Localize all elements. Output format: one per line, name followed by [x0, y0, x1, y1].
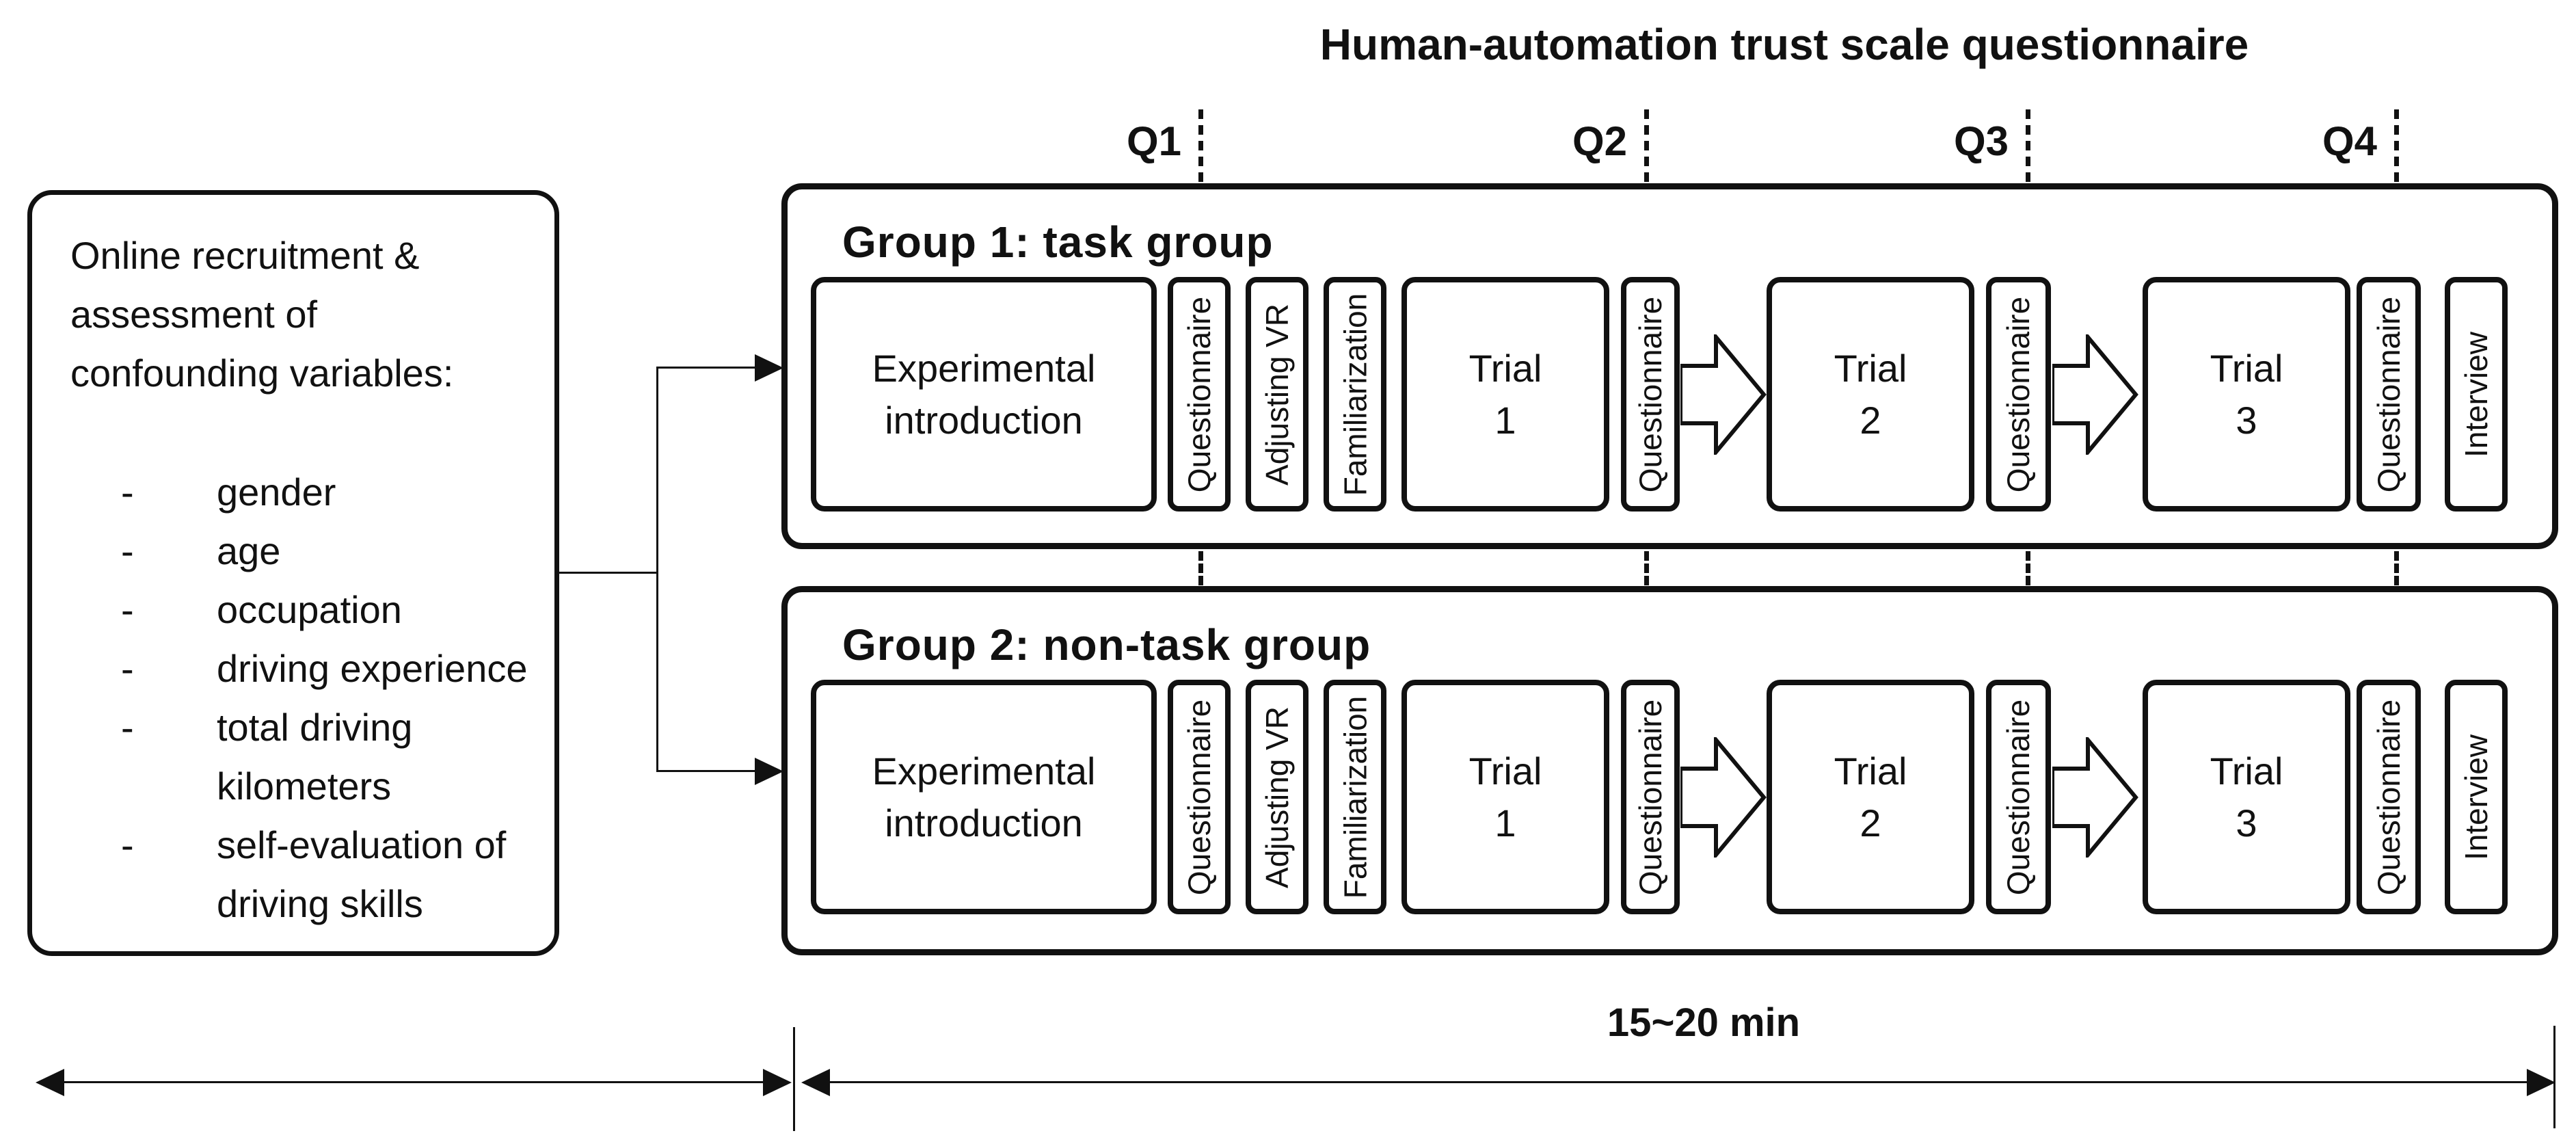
timeline-segment-left: [62, 1081, 763, 1083]
experimental-introduction-box: Experimental introduction: [811, 277, 1157, 512]
block-arrow-icon: [1680, 737, 1767, 858]
bullet-item: - driving experience: [121, 639, 572, 698]
questionnaire-box: Questionnaire: [1168, 680, 1231, 914]
questionnaire-label: Questionnaire: [2000, 699, 2037, 895]
q4-dashed-line-mid: [2394, 551, 2399, 585]
bullet-item: - self-evaluation of driving skills: [121, 816, 572, 933]
q1-dashed-line-mid: [1198, 551, 1203, 585]
questionnaire-box: Questionnaire: [1168, 277, 1231, 512]
q3-marker-label: Q3: [1953, 118, 2009, 164]
interview-box: Interview: [2445, 680, 2508, 914]
familiarization-label: Familiarization: [1337, 695, 1373, 899]
q4-marker-label: Q4: [2322, 118, 2377, 164]
recruitment-intro-line: confounding variables:: [70, 351, 454, 395]
duration-label: 15~20 min: [1607, 1000, 1801, 1045]
group2-box: Group 2: non-task group Experimental int…: [781, 586, 2558, 955]
familiarization-box: Familiarization: [1324, 680, 1386, 914]
questionnaire-box: Questionnaire: [1986, 277, 2051, 512]
trial2-box: Trial 2: [1767, 277, 1974, 512]
connector-line: [656, 367, 658, 772]
diagram-title: Human-automation trust scale questionnai…: [1319, 20, 2249, 69]
confounding-variables-list: - gender - age - occupation - driving ex…: [121, 463, 572, 933]
trial1-box: Trial 1: [1401, 680, 1609, 914]
q2-dashed-line-mid: [1644, 551, 1649, 585]
group2-header: Group 2: non-task group: [842, 620, 1371, 669]
trial3-box: Trial 3: [2143, 277, 2350, 512]
left-arrowhead-icon: [36, 1069, 64, 1096]
bullet-item: - total driving kilometers: [121, 698, 572, 816]
bullet-text: occupation: [217, 588, 402, 631]
questionnaire-box: Questionnaire: [2357, 277, 2421, 512]
questionnaire-box: Questionnaire: [1621, 680, 1680, 914]
q2-dashed-line-top: [1644, 109, 1649, 182]
adjusting-vr-label: Adjusting VR: [1259, 303, 1296, 486]
familiarization-box: Familiarization: [1324, 277, 1386, 512]
questionnaire-box: Questionnaire: [2357, 680, 2421, 914]
recruitment-intro-line: assessment of: [70, 293, 318, 336]
trial3-box: Trial 3: [2143, 680, 2350, 914]
trial1-box: Trial 1: [1401, 277, 1609, 512]
adjusting-vr-box: Adjusting VR: [1246, 680, 1309, 914]
bullet-text: total driving kilometers: [217, 706, 413, 808]
bullet-item: - age: [121, 522, 572, 581]
interview-box: Interview: [2445, 277, 2508, 512]
recruitment-box: Online recruitment & assessment of confo…: [27, 190, 559, 956]
experimental-introduction-box: Experimental introduction: [811, 680, 1157, 914]
timeline-tick: [793, 1027, 795, 1131]
block-arrow-icon: [1680, 334, 1767, 455]
adjusting-vr-box: Adjusting VR: [1246, 277, 1309, 512]
questionnaire-label: Questionnaire: [2371, 699, 2406, 895]
questionnaire-box: Questionnaire: [1621, 277, 1680, 512]
right-arrowhead-icon: [755, 354, 783, 382]
adjusting-vr-label: Adjusting VR: [1259, 706, 1296, 888]
block-arrow-icon: [2052, 737, 2138, 858]
trial2-box: Trial 2: [1767, 680, 1974, 914]
bullet-dash: -: [121, 706, 134, 749]
bullet-dash: -: [121, 588, 134, 631]
timeline-segment-right: [829, 1081, 2527, 1083]
bullet-dash: -: [121, 529, 134, 572]
questionnaire-label: Questionnaire: [1633, 296, 1668, 492]
q4-dashed-line-top: [2394, 109, 2399, 182]
bullet-text: driving experience: [217, 647, 528, 690]
recruitment-intro-line: Online recruitment &: [70, 234, 420, 277]
bullet-text: self-evaluation of driving skills: [217, 823, 507, 925]
q1-marker-label: Q1: [1126, 118, 1181, 164]
interview-label: Interview: [2458, 734, 2495, 860]
bullet-item: - gender: [121, 463, 572, 522]
questionnaire-box: Questionnaire: [1986, 680, 2051, 914]
questionnaire-label: Questionnaire: [1633, 699, 1668, 895]
right-arrowhead-icon: [763, 1069, 792, 1096]
group1-box: Group 1: task group Experimental introdu…: [781, 183, 2558, 549]
connector-line: [559, 572, 657, 574]
connector-line: [656, 770, 756, 772]
block-arrow-icon: [2052, 334, 2138, 455]
bullet-dash: -: [121, 823, 134, 866]
q3-dashed-line-mid: [2026, 551, 2030, 585]
q3-dashed-line-top: [2026, 109, 2030, 182]
group1-header: Group 1: task group: [842, 217, 1274, 267]
bullet-dash: -: [121, 647, 134, 690]
right-arrowhead-icon: [2527, 1069, 2555, 1096]
left-arrowhead-icon: [801, 1069, 830, 1096]
q2-marker-label: Q2: [1572, 118, 1627, 164]
timeline-tick: [2553, 1026, 2555, 1128]
connector-line: [656, 367, 756, 369]
bullet-text: gender: [217, 470, 336, 514]
questionnaire-label: Questionnaire: [2371, 296, 2406, 492]
familiarization-label: Familiarization: [1337, 293, 1373, 496]
bullet-item: - occupation: [121, 581, 572, 639]
right-arrowhead-icon: [755, 758, 783, 785]
questionnaire-label: Questionnaire: [1181, 699, 1217, 895]
bullet-text: age: [217, 529, 281, 572]
q1-dashed-line-top: [1198, 109, 1203, 182]
interview-label: Interview: [2458, 331, 2495, 457]
questionnaire-label: Questionnaire: [2000, 296, 2037, 492]
bullet-dash: -: [121, 470, 134, 514]
questionnaire-label: Questionnaire: [1181, 296, 1217, 492]
